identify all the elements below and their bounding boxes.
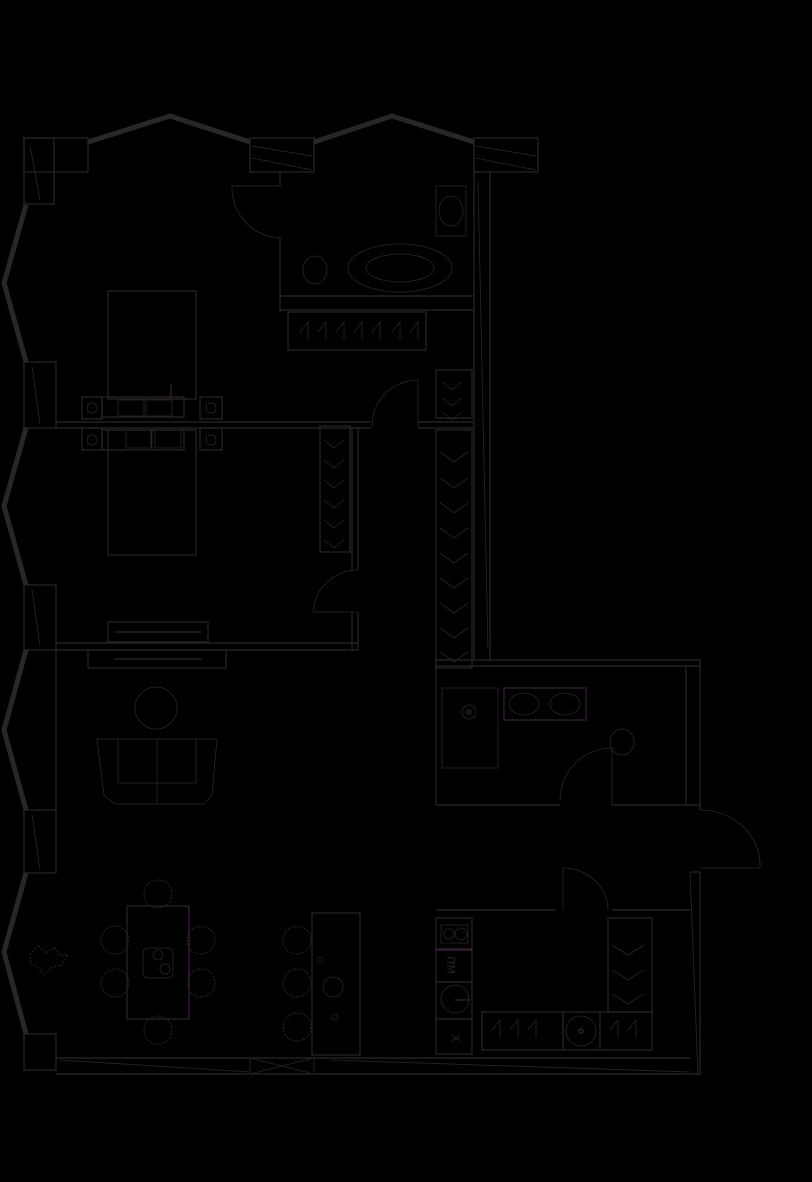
shower (441, 687, 499, 769)
dining-area (29, 879, 216, 1045)
bed (107, 429, 197, 556)
sofa (96, 738, 218, 805)
double-vanity (503, 687, 587, 721)
toilet (302, 255, 328, 285)
dishwasher-label: ПМ (444, 956, 457, 974)
washing-machine (565, 1015, 597, 1047)
laundry-cabinets (481, 1011, 653, 1051)
nightstand (199, 427, 223, 451)
living-room (96, 686, 218, 805)
sink (438, 195, 464, 227)
doors (231, 185, 761, 911)
tv-stand (87, 649, 227, 669)
bedroom-2 (81, 425, 351, 669)
corridor-wardrobe (435, 369, 473, 669)
bathtub (347, 243, 453, 293)
wardrobe (319, 425, 351, 553)
wardrobe (287, 311, 427, 351)
interior-walls (55, 172, 701, 1076)
fridge-label: Х (449, 1034, 462, 1042)
bedroom-1 (81, 290, 427, 420)
exterior-walls (1, 113, 475, 1035)
window-columns (23, 137, 539, 1071)
kitchen: ПМ Х (435, 917, 653, 1055)
wardrobe (607, 917, 653, 1013)
island (311, 912, 361, 1056)
coffee-table (134, 686, 178, 730)
hangers (299, 320, 645, 1038)
nightstand (81, 396, 103, 420)
bathroom-2 (441, 687, 635, 769)
bathroom-master (302, 185, 467, 293)
toilet (609, 728, 635, 756)
cooktop (440, 924, 469, 944)
nightstand (81, 427, 103, 451)
plant (29, 944, 69, 976)
tv-stand (107, 621, 209, 643)
dining-table (126, 905, 190, 1020)
kitchen-island (282, 912, 361, 1056)
sink (440, 984, 470, 1014)
bed (107, 290, 197, 400)
nightstand (199, 396, 223, 420)
